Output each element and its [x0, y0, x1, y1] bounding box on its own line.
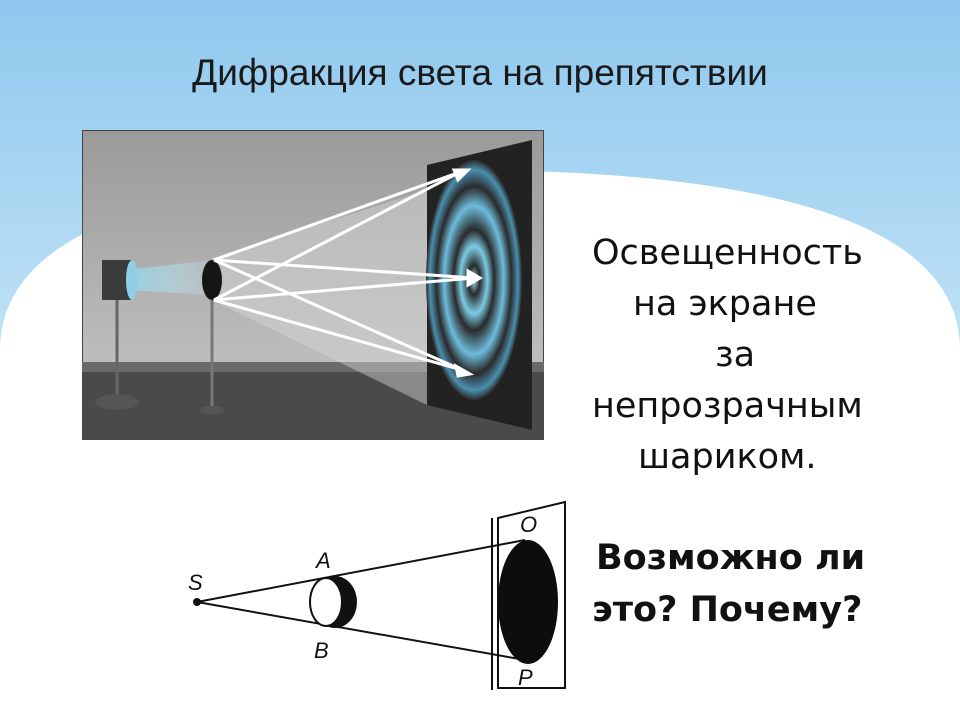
- shadow-spot: [498, 540, 558, 664]
- question-text: Возможно ли это? Почему?: [560, 532, 900, 636]
- description-line: шариком.: [638, 437, 817, 477]
- label-a: A: [314, 548, 331, 573]
- shadow-diagram: S A B O P: [188, 500, 566, 690]
- question-line: это? Почему?: [592, 590, 863, 630]
- description-text: Освещенность на экране за непрозрачным ш…: [560, 228, 900, 483]
- question-line: Возможно ли: [596, 538, 866, 578]
- page-title: Дифракция света на препятствии: [192, 52, 768, 93]
- light-source-point: [193, 598, 201, 606]
- label-o: O: [520, 512, 537, 537]
- ray-top: [196, 539, 526, 603]
- label-p: P: [518, 665, 533, 690]
- description-line: на экране: [633, 284, 817, 324]
- description-line: за: [715, 335, 756, 375]
- ray-bottom: [196, 601, 526, 661]
- label-b: B: [314, 638, 329, 663]
- description-line: непрозрачным: [592, 386, 863, 426]
- label-s: S: [188, 570, 203, 595]
- experiment-photo: [82, 130, 544, 440]
- description-line: Освещенность: [592, 233, 863, 273]
